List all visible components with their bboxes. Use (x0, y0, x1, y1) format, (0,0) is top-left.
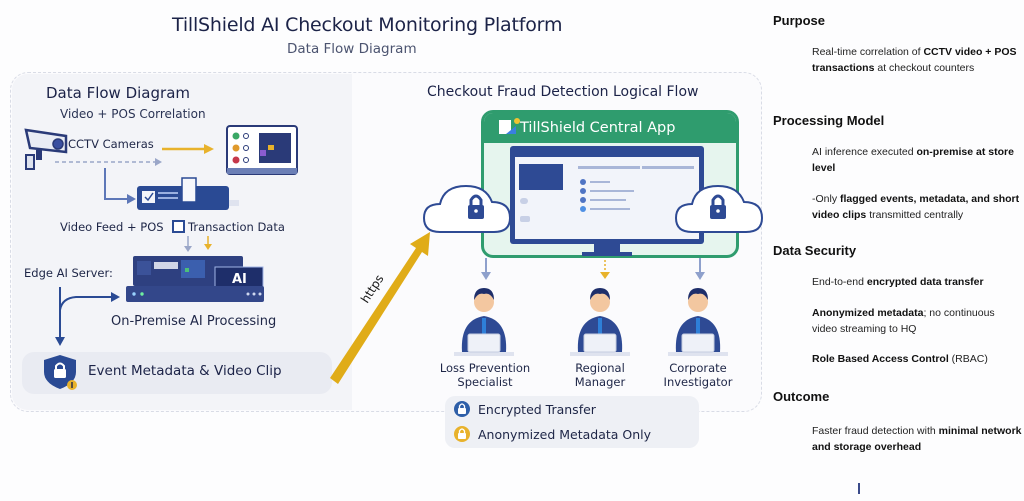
edge-ai-server-label: Edge AI Server: (24, 266, 113, 280)
security-text-2: Anonymized metadata; no continuous video… (812, 307, 995, 335)
section-heading-purpose: Purpose (773, 13, 826, 28)
processing-text-1: AI inference executed on-premise at stor… (812, 146, 1014, 174)
section-heading-outcome: Outcome (773, 389, 830, 404)
on-premise-processing-label: On-Premise AI Processing (111, 314, 277, 329)
security-text-3: Role Based Access Control (RBAC) (812, 353, 988, 365)
text-cursor (858, 483, 860, 494)
event-metadata-label: Event Metadata & Video Clip (88, 363, 282, 379)
role-regional-manager: Regional Manager (574, 361, 626, 389)
role-corporate-investigator: Corporate Investigator (663, 361, 733, 389)
central-app-title: TillShield Central App (520, 120, 676, 136)
security-text-1: End-to-end encrypted data transfer (812, 276, 984, 288)
central-app-header (484, 113, 736, 143)
transaction-data-label: Transaction Data (188, 220, 285, 234)
video-feed-label: Video Feed + POS (60, 220, 164, 234)
processing-text-2: -Only flagged events, metadata, and shor… (812, 193, 1020, 221)
left-panel-title: Data Flow Diagram (46, 84, 190, 102)
cctv-label: CCTV Cameras (68, 137, 154, 151)
logical-flow-title: Checkout Fraud Detection Logical Flow (427, 84, 699, 100)
page-title: TillShield AI Checkout Monitoring Platfo… (172, 14, 563, 36)
page-subtitle: Data Flow Diagram (287, 41, 417, 57)
legend-anonymized-metadata: Anonymized Metadata Only (478, 427, 652, 442)
legend-encrypted-transfer: Encrypted Transfer (478, 402, 596, 417)
purpose-text: Real-time correlation of CCTV video + PO… (812, 46, 1017, 74)
role-loss-prevention: Loss Prevention Specialist (439, 361, 531, 389)
outcome-text: Faster fraud detection with minimal netw… (812, 425, 1022, 453)
ai-badge: AI (232, 272, 247, 287)
legend (445, 396, 699, 448)
section-heading-data-security: Data Security (773, 243, 857, 258)
section-heading-processing-model: Processing Model (773, 113, 885, 128)
left-panel-subtitle: Video + POS Correlation (60, 107, 206, 121)
